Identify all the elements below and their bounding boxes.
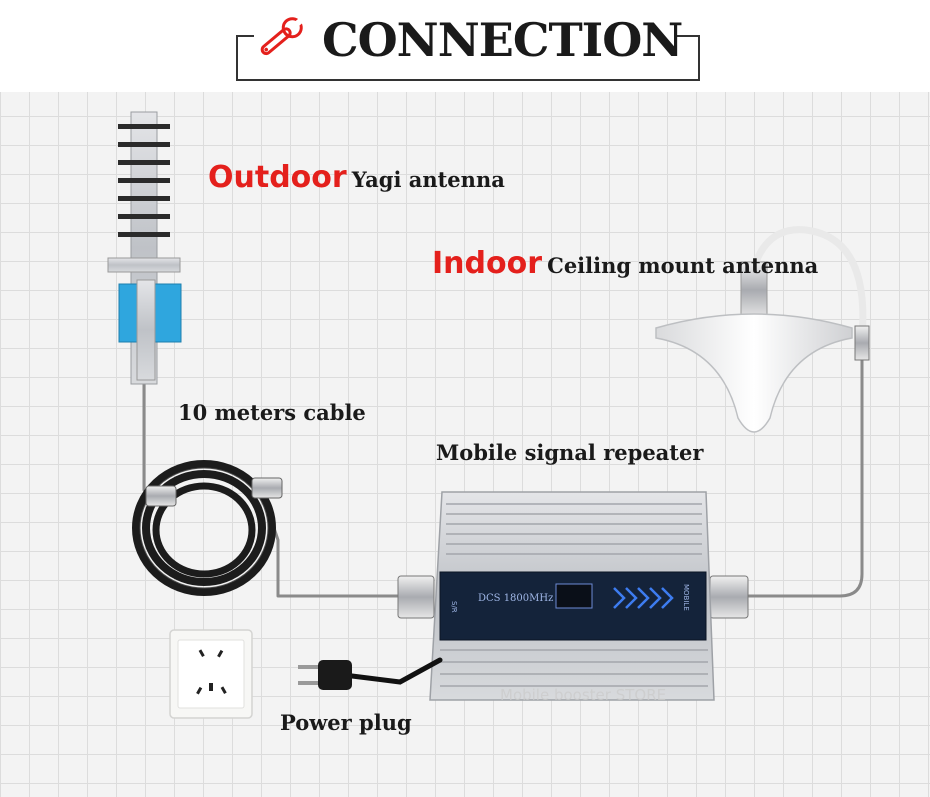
power-plug-label: Power plug <box>280 710 412 735</box>
yagi-antenna <box>108 112 181 384</box>
outdoor-word: Outdoor <box>208 160 347 195</box>
cable-label: 10 meters cable <box>178 400 366 425</box>
power-plug <box>298 660 440 690</box>
repeater-left-port-label: S/R <box>450 601 458 613</box>
coil-connector-left <box>146 486 176 506</box>
indoor-desc: Ceiling mount antenna <box>547 253 818 278</box>
indoor-word: Indoor <box>432 246 542 281</box>
repeater-band-text: DCS 1800MHz <box>478 593 553 604</box>
repeater-port-left <box>398 576 434 618</box>
repeater-label: Mobile signal repeater <box>436 440 703 465</box>
watermark-logo: Mobile booster STORE <box>500 686 666 704</box>
coil-connector-right <box>252 478 282 498</box>
indoor-label: Indoor Ceiling mount antenna <box>432 246 818 281</box>
power-socket <box>170 630 252 718</box>
outdoor-label: Outdoor Yagi antenna <box>208 160 505 195</box>
repeater-lcd <box>556 584 592 608</box>
cable-coil-to-repeater <box>262 492 398 596</box>
repeater-device <box>398 492 748 700</box>
ceiling-antenna <box>656 262 852 432</box>
ceiling-cable-connector <box>855 326 869 360</box>
repeater-port-right <box>710 576 748 618</box>
outdoor-desc: Yagi antenna <box>352 167 505 192</box>
repeater-right-port-label: MOBILE <box>682 584 690 611</box>
